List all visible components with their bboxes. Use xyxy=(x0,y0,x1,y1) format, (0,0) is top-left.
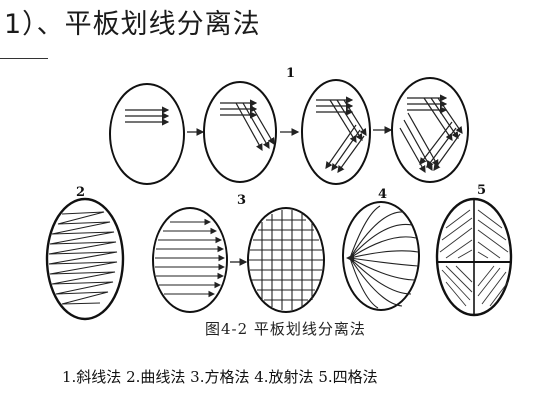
method-legend: 1.斜线法 2.曲线法 3.方格法 4.放射法 5.四格法 xyxy=(62,368,378,386)
label-2: 2 xyxy=(76,185,85,200)
plate-1a xyxy=(109,83,185,185)
plate-1c xyxy=(301,79,371,185)
figure-caption: 图4-2 平板划线分离法 xyxy=(205,320,366,338)
plate-3a-lines xyxy=(152,207,228,313)
plate-2-zigzag xyxy=(45,197,125,321)
label-5: 5 xyxy=(477,183,486,198)
label-1: 1 xyxy=(286,66,295,81)
plate-1d xyxy=(391,77,469,183)
plate-5-quadrant xyxy=(435,197,513,317)
label-4: 4 xyxy=(378,187,387,202)
plate-4-radial xyxy=(342,201,420,311)
label-3: 3 xyxy=(237,193,246,208)
plate-3b-grid xyxy=(247,207,325,313)
plate-1b xyxy=(203,81,277,183)
page-heading: 1）、平板划线分离法 xyxy=(4,9,261,40)
heading-divider xyxy=(0,58,48,59)
